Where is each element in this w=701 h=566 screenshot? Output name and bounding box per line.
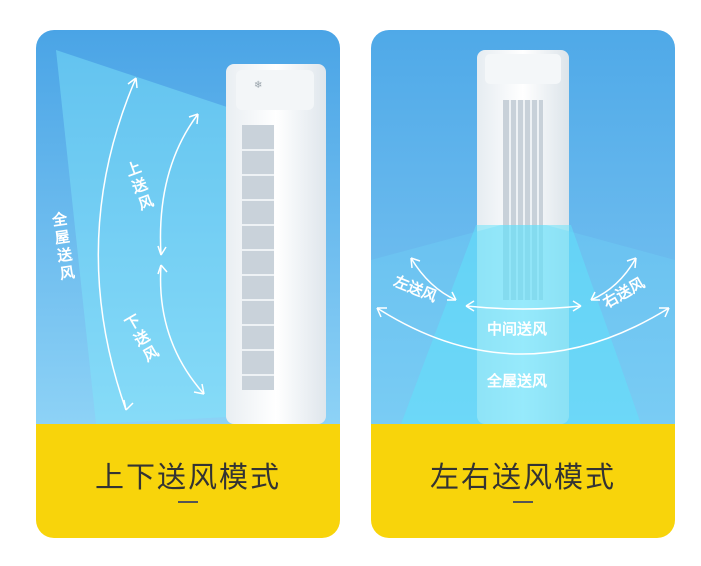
caption-divider	[178, 501, 198, 503]
unit-top-panel	[485, 54, 561, 84]
mode-title: 上下送风模式	[94, 460, 281, 494]
left-right-airflow-illustration: 左送风 中间送风 右送风 全屋送风	[371, 30, 675, 424]
airflow-middle-fan	[401, 225, 641, 424]
mode-title: 左右送风模式	[429, 460, 616, 494]
left-arc	[410, 257, 457, 301]
panel-up-down-airflow: ❄ 全屋送风 上送风	[36, 30, 340, 538]
label-middle: 中间送风	[487, 320, 548, 338]
up-arc	[159, 113, 199, 256]
up-down-airflow-illustration: ❄ 全屋送风 上送风	[36, 30, 340, 424]
right-arc	[590, 257, 637, 301]
panel-left-right-airflow: 左送风 中间送风 右送风 全屋送风 左右送风模式	[371, 30, 675, 538]
unit-air-outlet-grille	[242, 125, 274, 390]
unit-top-panel	[236, 70, 314, 110]
airflow-arrows	[97, 77, 205, 411]
caption-divider	[513, 501, 533, 503]
mode-caption: 上下送风模式	[36, 424, 340, 538]
middle-arc	[465, 305, 582, 310]
airflow-arrows	[376, 257, 670, 355]
tower-ac-unit	[226, 64, 326, 424]
whole-room-arc	[97, 77, 137, 411]
unit-display-icon: ❄	[254, 80, 262, 91]
mode-caption: 左右送风模式	[371, 424, 675, 538]
illustration-svg	[371, 30, 675, 424]
label-whole-room: 全屋送风	[487, 372, 548, 390]
illustration-svg: ❄	[36, 30, 340, 424]
down-arc	[159, 264, 205, 395]
grille-slats	[242, 149, 274, 376]
whole-room-arc	[376, 307, 670, 355]
